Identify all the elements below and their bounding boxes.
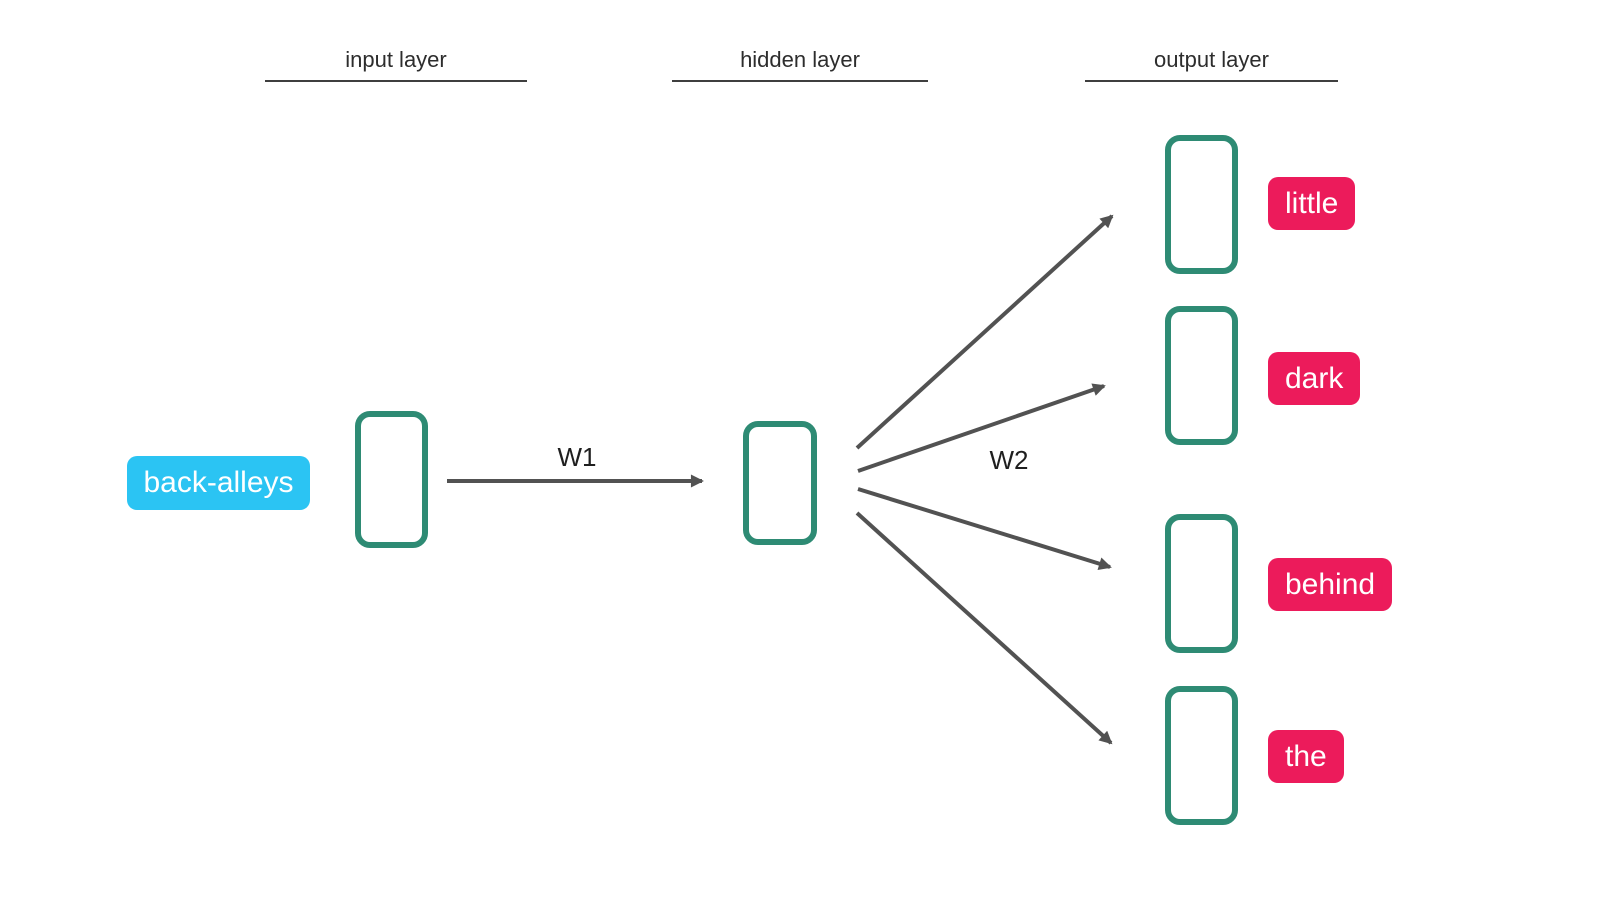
output-word-badge: the	[1268, 730, 1344, 783]
w2-arrow-to-behind	[857, 487, 1112, 570]
output-word-badge: behind	[1268, 558, 1393, 611]
output-node-the	[1165, 686, 1238, 825]
output-word-badge: dark	[1268, 352, 1361, 405]
output-layer-label: output layer	[1085, 48, 1338, 82]
input-word-badge: back-alleys	[127, 456, 310, 510]
input-node	[355, 411, 428, 548]
w2-arrow-to-little	[855, 214, 1114, 450]
output-layer-label-text: output layer	[1154, 47, 1269, 72]
w1-weight-label: W1	[557, 442, 597, 472]
w2-arrow-to-the	[855, 511, 1113, 745]
output-word-badge: little	[1268, 177, 1356, 230]
w2-weight-label: W2	[989, 445, 1029, 475]
hidden-layer-label: hidden layer	[672, 48, 928, 82]
output-node-little	[1165, 135, 1238, 274]
input-layer-label: input layer	[265, 48, 527, 82]
output-node-dark	[1165, 306, 1238, 445]
input-layer-label-text: input layer	[345, 47, 447, 72]
output-node-behind	[1165, 514, 1238, 653]
hidden-node	[743, 421, 817, 545]
hidden-layer-label-text: hidden layer	[740, 47, 860, 72]
